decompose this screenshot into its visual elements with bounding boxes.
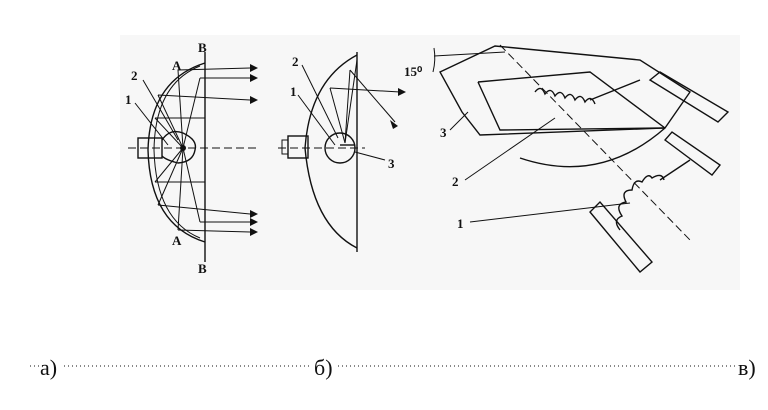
label-b-top: В xyxy=(198,40,207,55)
caption-b: б) xyxy=(314,355,333,380)
label-1-b: 1 xyxy=(290,84,297,99)
label-a-top: А xyxy=(172,58,182,73)
reflector-a-outline xyxy=(147,62,206,243)
rays-b xyxy=(329,59,406,144)
figure-c-bulb: 15⁰ 3 2 1 xyxy=(404,44,730,273)
diagram-area xyxy=(120,35,740,290)
caption-a: а) xyxy=(40,355,57,380)
figure-b-reflector: 2 1 3 xyxy=(278,52,406,252)
label-3-b: 3 xyxy=(388,156,395,171)
angle-label: 15⁰ xyxy=(404,64,423,79)
label-2-b: 2 xyxy=(292,54,299,69)
optical-axis-c xyxy=(499,44,691,241)
label-2-c: 2 xyxy=(452,174,459,189)
label-b-bottom: В xyxy=(198,261,207,276)
bulb-b xyxy=(324,132,356,164)
rays-a xyxy=(154,64,258,236)
angle-arc xyxy=(432,47,436,73)
label-1-a: 1 xyxy=(125,92,132,107)
shield xyxy=(439,45,691,136)
angle-ray-1 xyxy=(433,51,506,57)
label-2-a: 2 xyxy=(131,68,138,83)
label-a-bottom: А xyxy=(172,233,182,248)
label-3-c: 3 xyxy=(440,125,447,140)
support-rods xyxy=(589,71,730,273)
bulb-base-a xyxy=(137,137,163,159)
captions-row: а) б) в) xyxy=(30,355,756,380)
label-1-c: 1 xyxy=(457,216,464,231)
figure-a-reflector: В А А В 2 1 xyxy=(125,40,260,276)
filament-1 xyxy=(615,174,665,231)
shield-bottom xyxy=(519,127,666,168)
filament-2 xyxy=(534,87,596,105)
caption-c: в) xyxy=(738,355,756,380)
